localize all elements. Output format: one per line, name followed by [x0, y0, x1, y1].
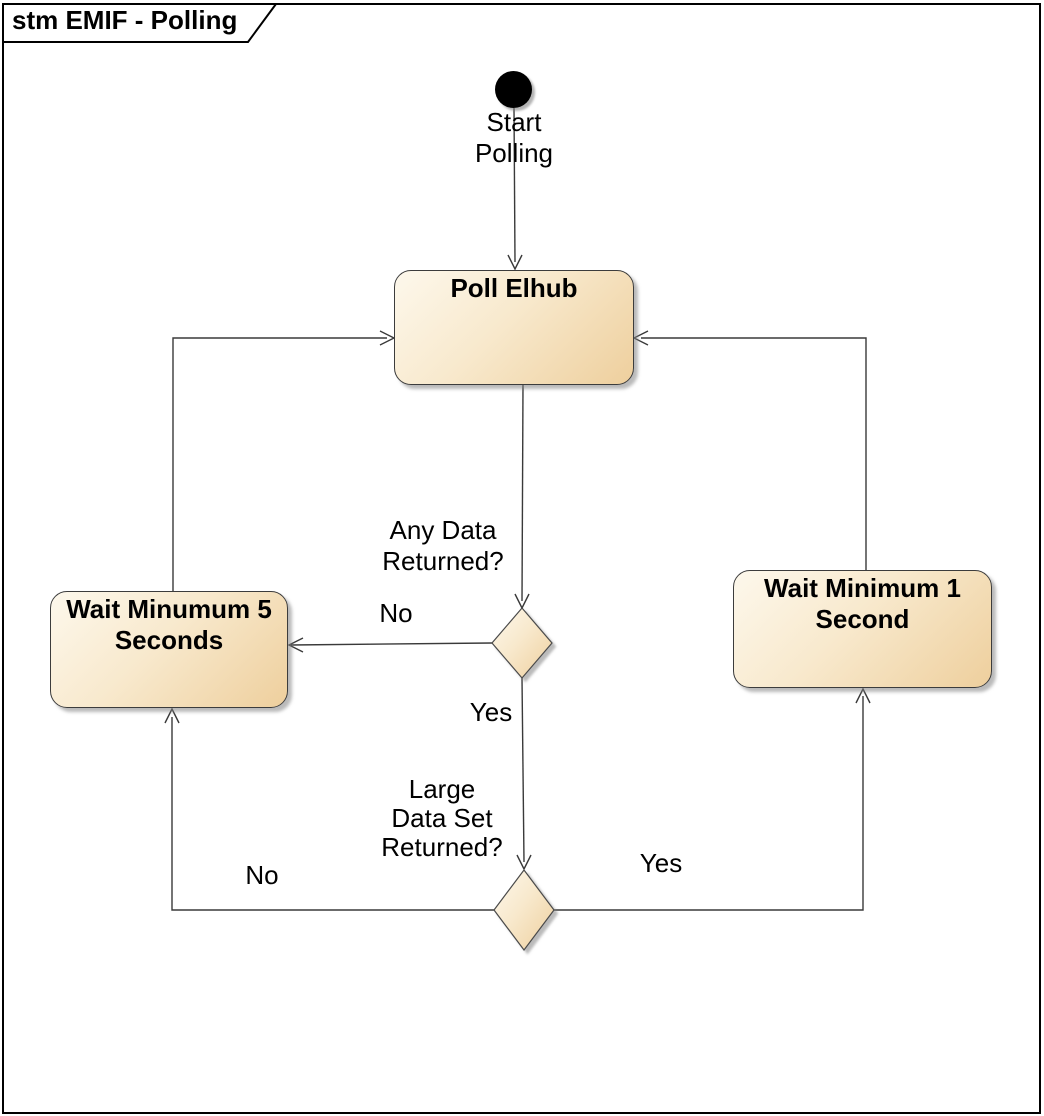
guard-label-large-data-no: No [245, 860, 279, 890]
frame-title: stm EMIF - Polling [12, 5, 238, 35]
state-poll-elhub: Poll Elhub [394, 270, 634, 385]
connector-start-to-poll [507, 107, 523, 271]
connector-wait1-to-poll [632, 330, 867, 570]
decision-any-data-returned [491, 607, 553, 679]
arrowhead-down-icon [507, 254, 523, 271]
diagram-frame-border [2, 3, 1041, 1114]
decision-label-any-data-returned: Any Data Returned? [382, 515, 504, 576]
frame-title-tab [2, 3, 278, 43]
connector-anydata-no-to-wait5 [287, 637, 493, 653]
arrowhead-up-icon [855, 687, 871, 704]
connector-largedata-yes-to-wait1 [554, 687, 871, 911]
guard-label-any-data-no: No [379, 598, 413, 628]
state-wait-minimum-5-seconds: Wait Minumum 5 Seconds [50, 591, 288, 708]
decision-large-data-set-returned [493, 869, 555, 951]
guard-label-large-data-yes: Yes [639, 848, 683, 878]
connector-poll-to-anydata-decision [514, 384, 530, 610]
decision-label-large-data-set-returned: Large Data Set Returned? [381, 774, 503, 862]
connector-anydata-yes-to-largedata-decision [516, 677, 532, 871]
arrowhead-left-icon [287, 637, 304, 653]
arrowhead-up-icon [164, 707, 180, 724]
initial-state-label: Start Polling [474, 107, 554, 168]
guard-label-any-data-yes: Yes [469, 697, 513, 727]
connector-largedata-no-to-wait5 [164, 707, 494, 911]
state-wait-minimum-1-second: Wait Minimum 1 Second [733, 570, 992, 688]
connector-layer [164, 107, 871, 911]
arrowhead-left-icon [632, 330, 649, 346]
initial-state-node [495, 71, 532, 108]
connector-wait5-to-poll [172, 330, 396, 591]
